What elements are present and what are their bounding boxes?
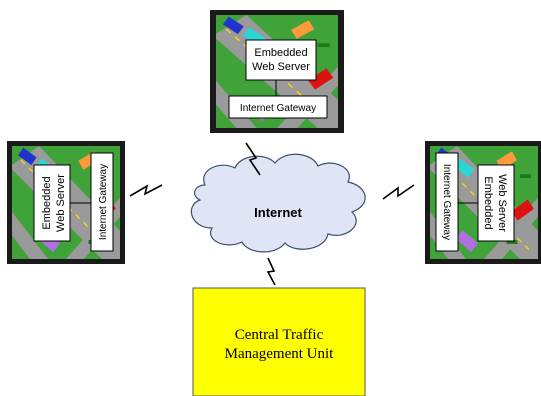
top-gateway-box [228,95,328,119]
top-server-box [245,39,317,81]
top-server-label-2: Web Server [252,61,310,73]
central-unit-label-2: Management Unit [225,346,335,362]
central-unit-label-1: Central Traffic [235,327,324,343]
right-server-box [477,164,515,242]
cloud-icon: Internet [190,153,366,253]
right-node: Internet Gateway Embedded Web Server [425,141,541,264]
central-traffic-management-unit: Central Traffic Management Unit [192,287,366,396]
right-gateway-box [435,152,459,252]
lightning-link-icon [129,184,163,197]
cloud-label: Internet [254,205,302,220]
left-server-label-1: Embedded [41,176,53,229]
right-gateway-label: Internet Gateway [441,164,452,240]
cloud-shape [190,153,366,253]
central-unit-box [192,287,366,396]
lightning-link-icon [245,142,261,176]
right-server-label-1: Embedded [482,176,494,229]
right-server-label-2: Web Server [496,174,508,232]
top-gateway-label: Internet Gateway [240,103,316,114]
lightning-link-icon [382,184,415,200]
left-gateway-box [90,152,114,252]
left-gateway-label: Internet Gateway [98,164,109,240]
top-node: Embedded Web Server Internet Gateway [210,10,344,133]
lightning-link-icon [266,257,276,286]
left-server-label-2: Web Server [55,174,67,232]
top-server-label-1: Embedded [254,47,307,59]
left-node: Embedded Web Server Internet Gateway [7,141,125,264]
